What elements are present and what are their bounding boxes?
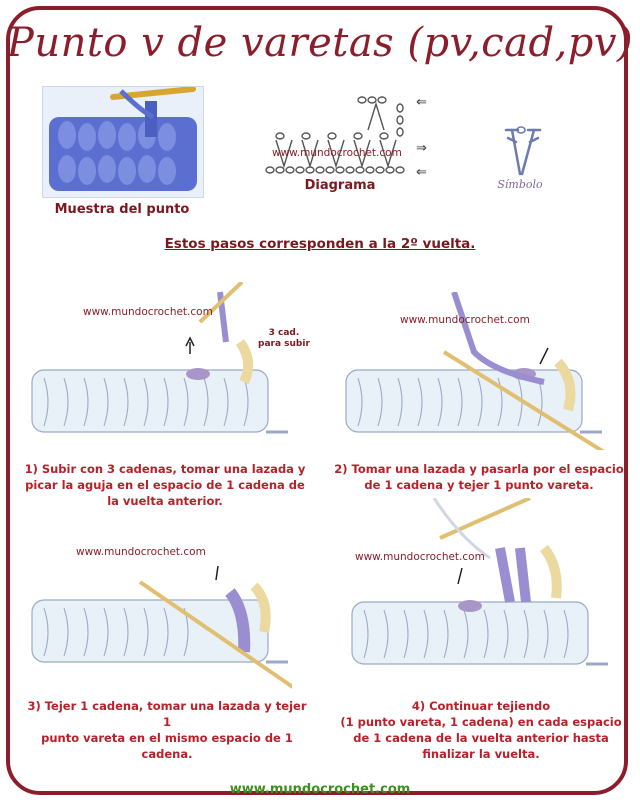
step-3-illustration — [31, 565, 292, 689]
step-4-illustration — [351, 498, 608, 666]
callout-line-2: para subir — [258, 339, 310, 349]
page-frame — [6, 6, 628, 795]
svg-text:⇐: ⇐ — [416, 165, 427, 180]
step-1-line-1: 1) Subir con 3 cadenas, tomar una lazada… — [24, 462, 306, 476]
step-4-line-1: 4) Continuar tejiendo — [411, 699, 551, 713]
step-2-watermark: www.mundocrochet.com — [400, 314, 530, 326]
diagram-watermark: www.mundocrochet.com — [272, 147, 402, 159]
step-1-watermark: www.mundocrochet.com — [83, 306, 213, 318]
steps-heading: Estos pasos corresponden a la 2º vuelta. — [164, 236, 476, 252]
svg-text:⇐: ⇐ — [416, 95, 427, 110]
step-1-line-3: la vuelta anterior. — [107, 494, 223, 508]
stitch-symbol — [504, 126, 542, 176]
callout-line-1: 3 cad. — [268, 328, 300, 338]
step-2-text: 2) Tomar una lazada y pasarla por el esp… — [334, 461, 624, 493]
sample-swatch-image — [49, 86, 197, 191]
step-2-line-2: de 1 cadena y tejer 1 punto vareta. — [364, 478, 594, 492]
diagram-caption: Diagrama — [304, 178, 376, 193]
footer-link[interactable]: www.mundocrochet.com — [229, 782, 411, 797]
step-1-text: 1) Subir con 3 cadenas, tomar una lazada… — [20, 461, 310, 509]
svg-text:⇒: ⇒ — [416, 141, 427, 156]
chain-row-bottom — [265, 166, 405, 174]
symbol-caption: Símbolo — [497, 178, 543, 191]
step-2-line-1: 2) Tomar una lazada y pasarla por el esp… — [334, 462, 624, 476]
step-4-line-2: (1 punto vareta, 1 cadena) en cada espac… — [340, 715, 622, 729]
step-4-watermark: www.mundocrochet.com — [355, 551, 485, 563]
step-1-line-2: picar la aguja en el espacio de 1 cadena… — [25, 478, 305, 492]
sample-photo — [42, 86, 204, 198]
step-3-line-2: punto vareta en el mismo espacio de 1 ca… — [41, 731, 293, 761]
step-3-line-1: 3) Tejer 1 cadena, tomar una lazada y te… — [27, 699, 307, 729]
step-3-watermark: www.mundocrochet.com — [76, 546, 206, 558]
step-1-illustration — [31, 282, 288, 434]
step-4-text: 4) Continuar tejiendo (1 punto vareta, 1… — [336, 698, 626, 762]
stitch-diagram: ⇐ ⇒ ⇐ — [265, 95, 427, 180]
step-4-line-3: de 1 cadena de la vuelta anterior hasta — [353, 731, 609, 745]
page-title: Punto v de varetas (pv,cad,pv) — [6, 20, 634, 66]
step-2-illustration — [345, 292, 605, 450]
sample-caption: Muestra del punto — [54, 202, 190, 217]
step-3-text: 3) Tejer 1 cadena, tomar una lazada y te… — [22, 698, 312, 762]
step-4-line-4: finalizar la vuelta. — [422, 747, 540, 761]
step-1-callout: 3 cad. para subir — [258, 328, 310, 350]
